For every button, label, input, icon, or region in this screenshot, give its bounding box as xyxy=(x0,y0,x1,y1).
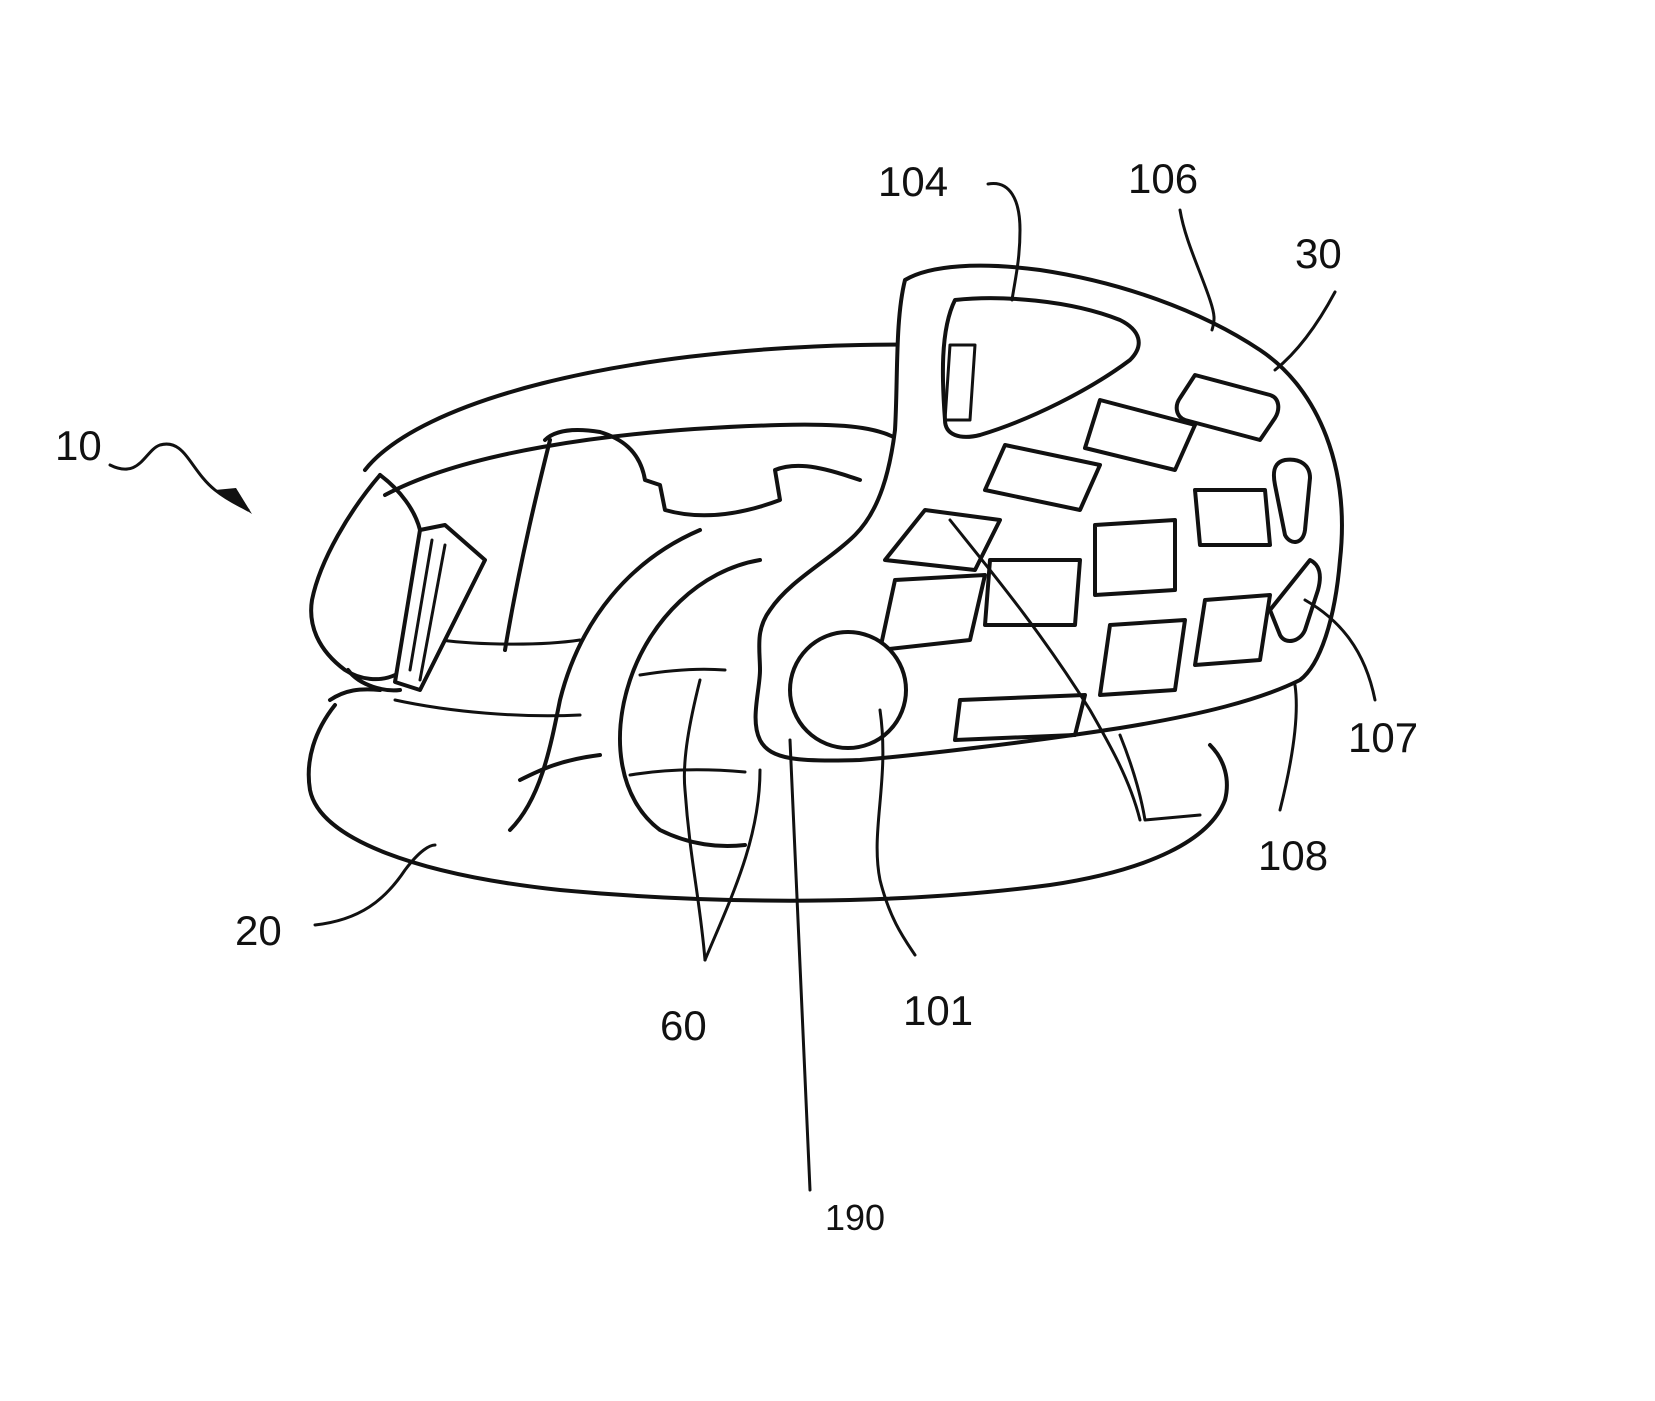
label-fasteners: 60 xyxy=(660,1002,707,1049)
cage xyxy=(756,266,1342,820)
label-assembly: 10 xyxy=(55,422,102,469)
label-base: 20 xyxy=(235,907,282,954)
strap-buckle xyxy=(311,475,485,690)
hub-circle xyxy=(790,632,906,748)
label-top-opening: 104 xyxy=(878,158,948,205)
label-pivot-arm: 190 xyxy=(825,1197,885,1238)
label-cage: 30 xyxy=(1295,230,1342,277)
arrow-head-10 xyxy=(215,488,252,514)
label-upper-edge: 106 xyxy=(1128,155,1198,202)
label-grid-opening: 107 xyxy=(1348,714,1418,761)
label-lower-edge: 108 xyxy=(1258,832,1328,879)
label-hub: 101 xyxy=(903,987,973,1034)
